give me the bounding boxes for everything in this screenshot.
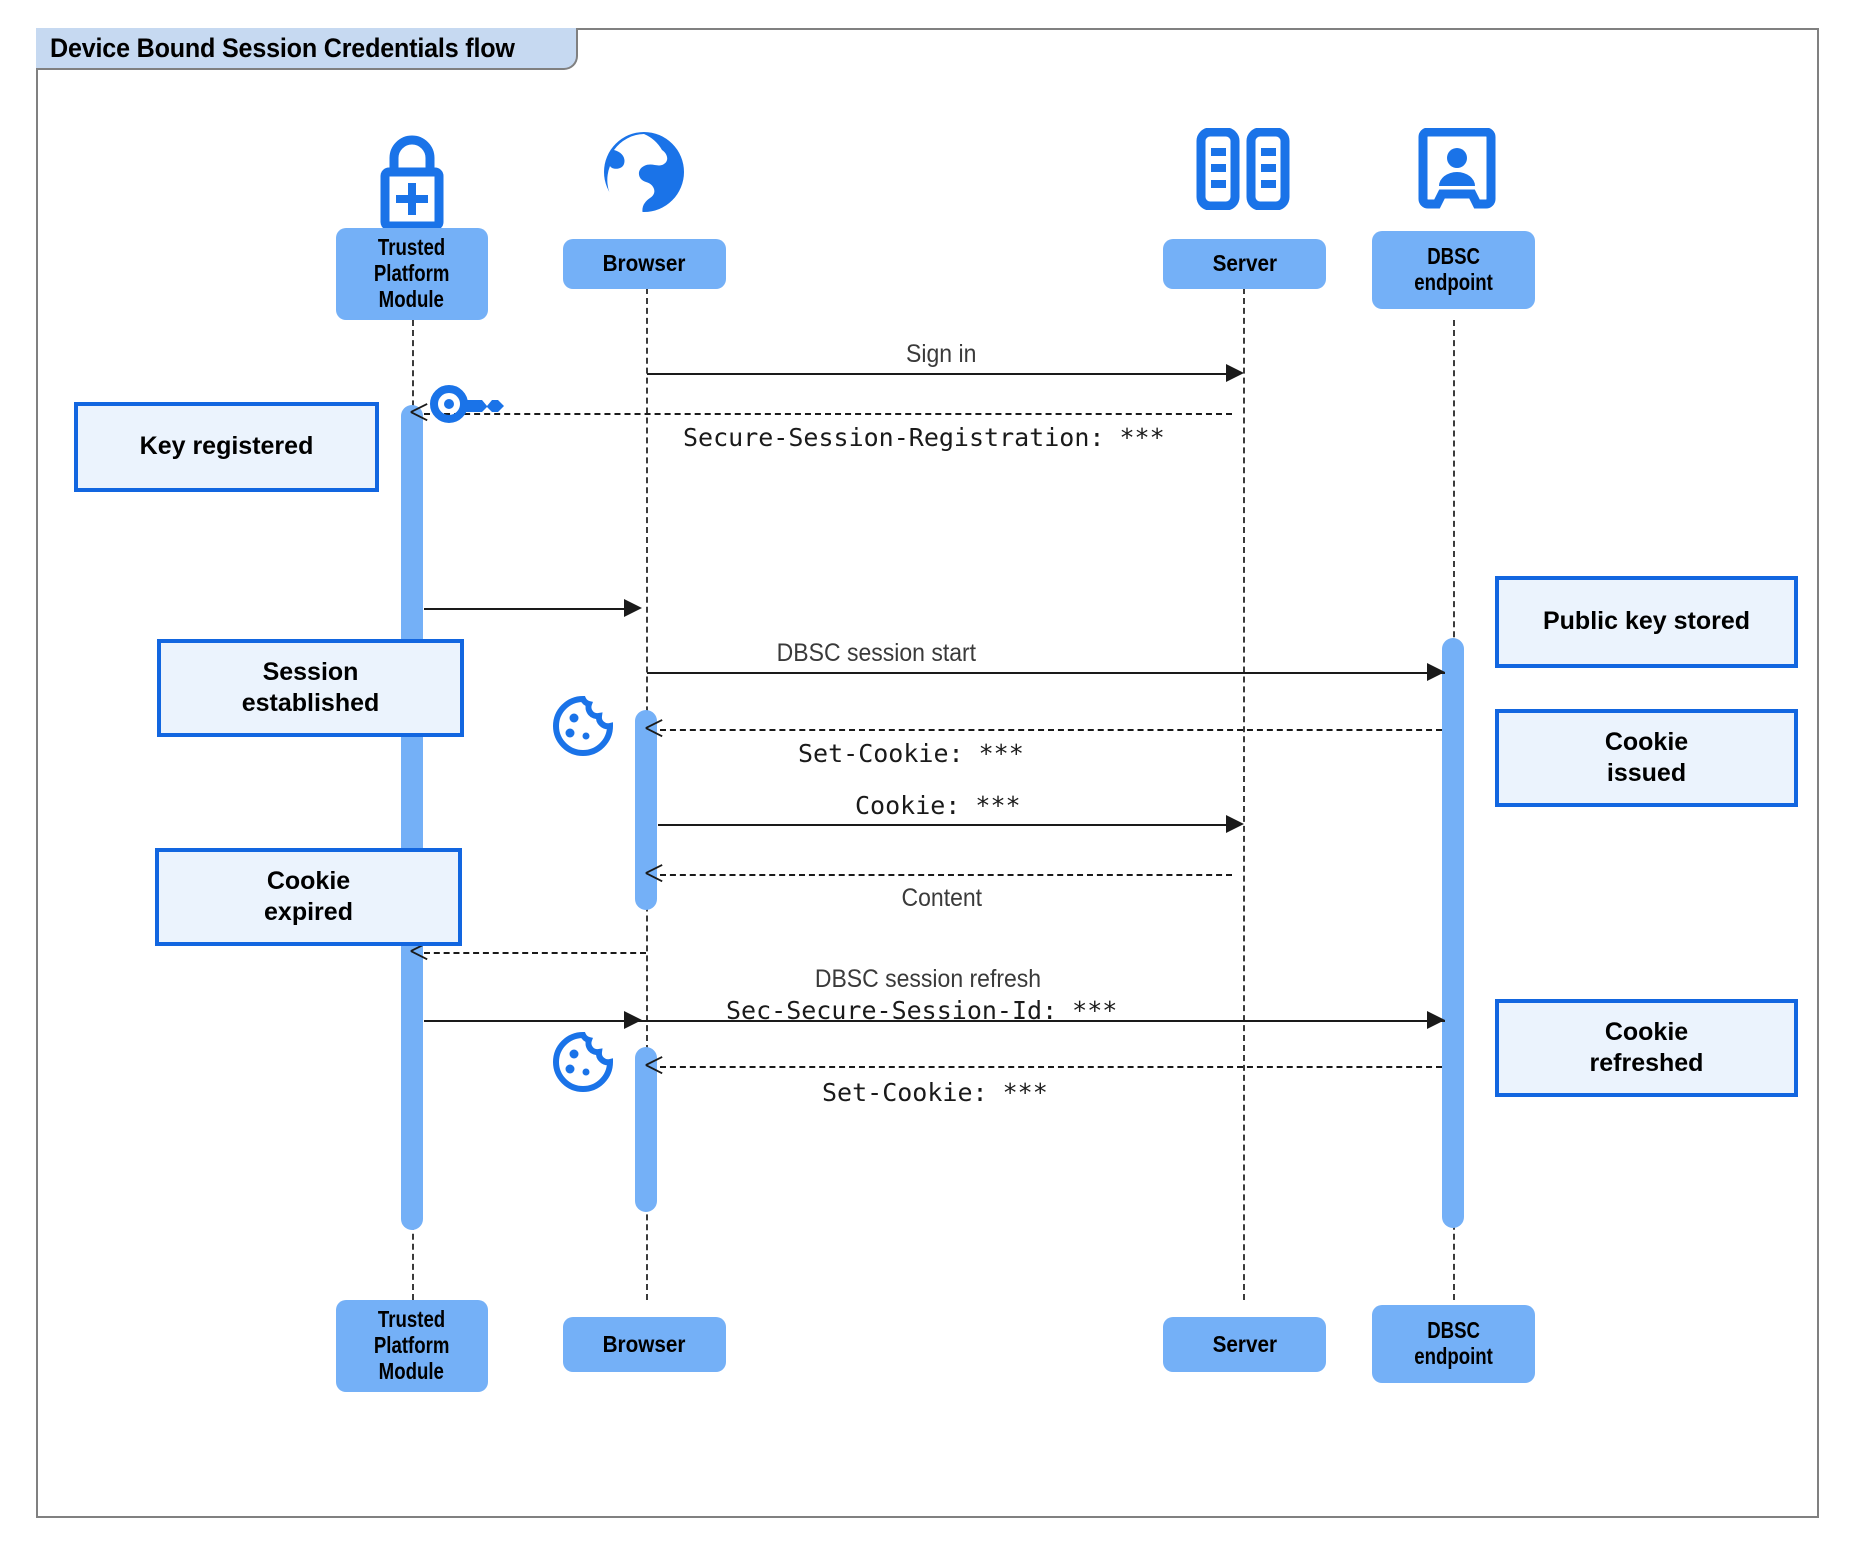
- globe-icon: [598, 126, 690, 218]
- message-line-dbsc-session-refresh: [424, 1020, 1445, 1022]
- activation-bar-browser-1: [635, 710, 657, 910]
- note-cookie-refreshed: Cookie refreshed: [1495, 999, 1798, 1097]
- participant-tpm-bottom[interactable]: Trusted Platform Module: [336, 1300, 488, 1392]
- lock-plus-icon: [366, 128, 458, 233]
- message-label-cookie: Cookie: ***: [855, 791, 1021, 820]
- activation-bar-browser-2: [635, 1047, 657, 1212]
- message-line-cookie: [658, 824, 1228, 826]
- message-label-set-cookie-2: Set-Cookie: ***: [822, 1078, 1048, 1107]
- note-text: Public key stored: [1542, 607, 1751, 636]
- message-line-content: [660, 874, 1232, 876]
- message-label-dbsc-session-start: DBSC session start: [776, 639, 977, 667]
- participant-label: DBSC endpoint: [1414, 243, 1493, 295]
- note-text: Cookie issued: [1604, 727, 1689, 787]
- note-public-key-stored: Public key stored: [1495, 576, 1798, 668]
- message-label-content: Content: [901, 884, 983, 912]
- message-line-dbsc-session-start: [647, 672, 1445, 674]
- arrowhead-icon: [624, 599, 642, 617]
- participant-label: Server: [1212, 250, 1277, 277]
- activation-bar-dbsc: [1442, 638, 1464, 1228]
- message-line-tpm-to-browser: [424, 608, 637, 610]
- arrowhead-icon: [1427, 663, 1445, 681]
- participant-label: Server: [1212, 1330, 1277, 1357]
- note-session-established: Session established: [157, 639, 464, 737]
- arrowhead-icon: [1226, 364, 1244, 382]
- activation-bar-tpm: [401, 405, 423, 1230]
- participant-server-bottom[interactable]: Server: [1163, 1317, 1326, 1372]
- message-label-secure-session-registration: Secure-Session-Registration: ***: [683, 423, 1165, 452]
- participant-tpm-top[interactable]: Trusted Platform Module: [336, 228, 488, 320]
- frame-title-tab: Device Bound Session Credentials flow: [36, 28, 578, 70]
- note-key-registered: Key registered: [74, 402, 379, 492]
- participant-server-top[interactable]: Server: [1163, 239, 1326, 289]
- server-racks-icon: [1196, 127, 1290, 211]
- participant-label: DBSC endpoint: [1414, 1317, 1493, 1369]
- note-text: Key registered: [139, 432, 314, 461]
- note-text: Cookie refreshed: [1589, 1017, 1704, 1077]
- message-label-dbsc-session-refresh: DBSC session refresh: [814, 965, 1042, 993]
- note-cookie-expired: Cookie expired: [155, 848, 462, 946]
- note-cookie-issued: Cookie issued: [1495, 709, 1798, 807]
- participant-dbsc-top[interactable]: DBSC endpoint: [1372, 231, 1535, 309]
- message-line-sign-in: [647, 373, 1227, 375]
- participant-label: Browser: [603, 250, 686, 277]
- participant-label: Browser: [603, 1330, 686, 1357]
- message-label-sec-secure-session-id: Sec-Secure-Session-Id: ***: [726, 996, 1118, 1025]
- message-line-set-cookie-1: [660, 729, 1442, 731]
- participant-browser-bottom[interactable]: Browser: [563, 1317, 726, 1372]
- arrowhead-open-icon: [645, 864, 663, 883]
- arrowhead-icon: [624, 1011, 642, 1029]
- message-line-set-cookie-2: [660, 1066, 1442, 1068]
- participant-label: Trusted Platform Module: [374, 1306, 450, 1384]
- id-badge-icon: [1418, 127, 1496, 212]
- arrowhead-icon: [1427, 1011, 1445, 1029]
- participant-label: Trusted Platform Module: [374, 234, 450, 312]
- key-icon: [428, 381, 510, 427]
- arrowhead-open-icon: [410, 403, 428, 422]
- participant-dbsc-bottom[interactable]: DBSC endpoint: [1372, 1305, 1535, 1383]
- cookie-icon: [548, 695, 618, 757]
- arrowhead-open-icon: [645, 1056, 663, 1075]
- note-text: Cookie expired: [264, 866, 353, 926]
- note-text: Session established: [241, 657, 380, 717]
- message-line-secure-session-registration: [424, 413, 1232, 415]
- message-label-sign-in: Sign in: [906, 340, 977, 368]
- message-label-set-cookie-1: Set-Cookie: ***: [798, 739, 1024, 768]
- participant-browser-top[interactable]: Browser: [563, 239, 726, 289]
- page-title: Device Bound Session Credentials flow: [50, 32, 515, 63]
- arrowhead-open-icon: [645, 719, 663, 738]
- arrowhead-icon: [1226, 815, 1244, 833]
- lifeline-server: [1243, 288, 1245, 1300]
- cookie-icon: [548, 1031, 618, 1093]
- message-line-browser-to-tpm: [424, 952, 646, 954]
